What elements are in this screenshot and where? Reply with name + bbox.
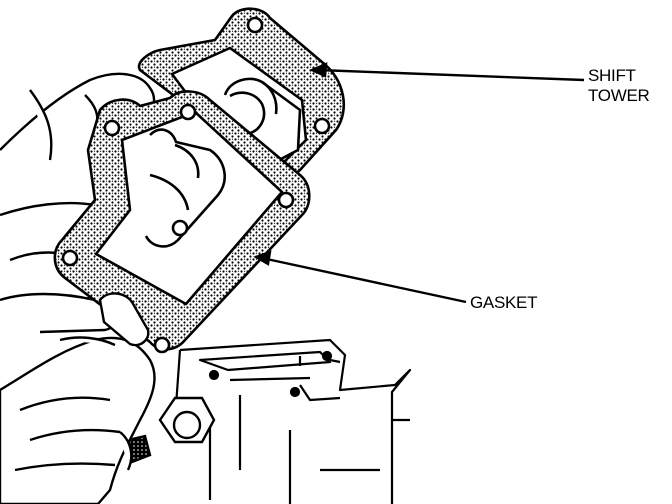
shift-tower-label: SHIFT TOWER: [588, 66, 650, 106]
gasket-arrowhead: [253, 250, 272, 266]
thumb: [98, 292, 150, 347]
case-bolt: [126, 396, 216, 464]
gasket-label: GASKET: [470, 293, 538, 312]
lower-hand: [0, 336, 156, 504]
gasket-leader: [261, 256, 467, 304]
shift-tower: [137, 7, 346, 178]
transmission-case: [173, 338, 412, 504]
leader-lines: [253, 62, 585, 304]
shift-tower-leader: [317, 68, 585, 82]
shift-tower-label-line1: SHIFT: [588, 66, 636, 85]
gasket: [53, 90, 311, 354]
shift-tower-arrowhead: [309, 62, 328, 78]
shift-tower-label-line2: TOWER: [588, 86, 650, 105]
